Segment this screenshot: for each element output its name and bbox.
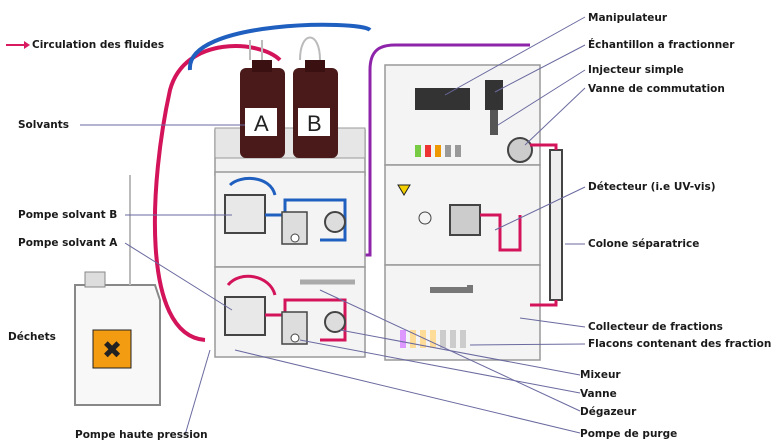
mixer: [325, 312, 345, 332]
legend-label: Circulation des fluides: [32, 39, 164, 51]
legend: Circulation des fluides: [6, 39, 164, 51]
pump-module: [215, 130, 365, 357]
label-vanne-commutation: Vanne de commutation: [588, 83, 725, 95]
solvent-tray: A B: [215, 60, 365, 158]
label-pompe-a: Pompe solvant A: [18, 237, 118, 249]
label-vanne: Vanne: [580, 388, 617, 400]
label-detecteur: Détecteur (i.e UV-vis): [588, 181, 716, 193]
svg-text:✖: ✖: [102, 336, 122, 364]
label-injecteur: Injecteur simple: [588, 64, 684, 76]
label-collecteur: Collecteur de fractions: [588, 321, 723, 333]
manipulator-arm: [415, 88, 470, 110]
bottle-a-label: A: [254, 111, 269, 136]
label-pompe-haute: Pompe haute pression: [75, 429, 208, 441]
label-dechets: Déchets: [8, 331, 56, 343]
pump-solvent-a: [225, 297, 265, 335]
label-pompe-b: Pompe solvant B: [18, 209, 117, 221]
label-degazeur: Dégazeur: [580, 406, 637, 418]
label-pompe-purge: Pompe de purge: [580, 428, 677, 440]
label-colone: Colone séparatrice: [588, 238, 699, 250]
bottle-b-label: B: [307, 111, 322, 136]
label-manipulateur: Manipulateur: [588, 12, 668, 24]
label-echantillon: Échantillon a fractionner: [588, 38, 735, 51]
detector-cell: [450, 205, 480, 235]
label-mixeur: Mixeur: [580, 369, 621, 381]
separation-column: [550, 150, 562, 300]
label-flacons: Flacons contenant des fractions: [588, 338, 771, 350]
right-module: [385, 65, 562, 360]
pump-solvent-b: [225, 195, 265, 233]
label-solvants: Solvants: [18, 119, 69, 131]
